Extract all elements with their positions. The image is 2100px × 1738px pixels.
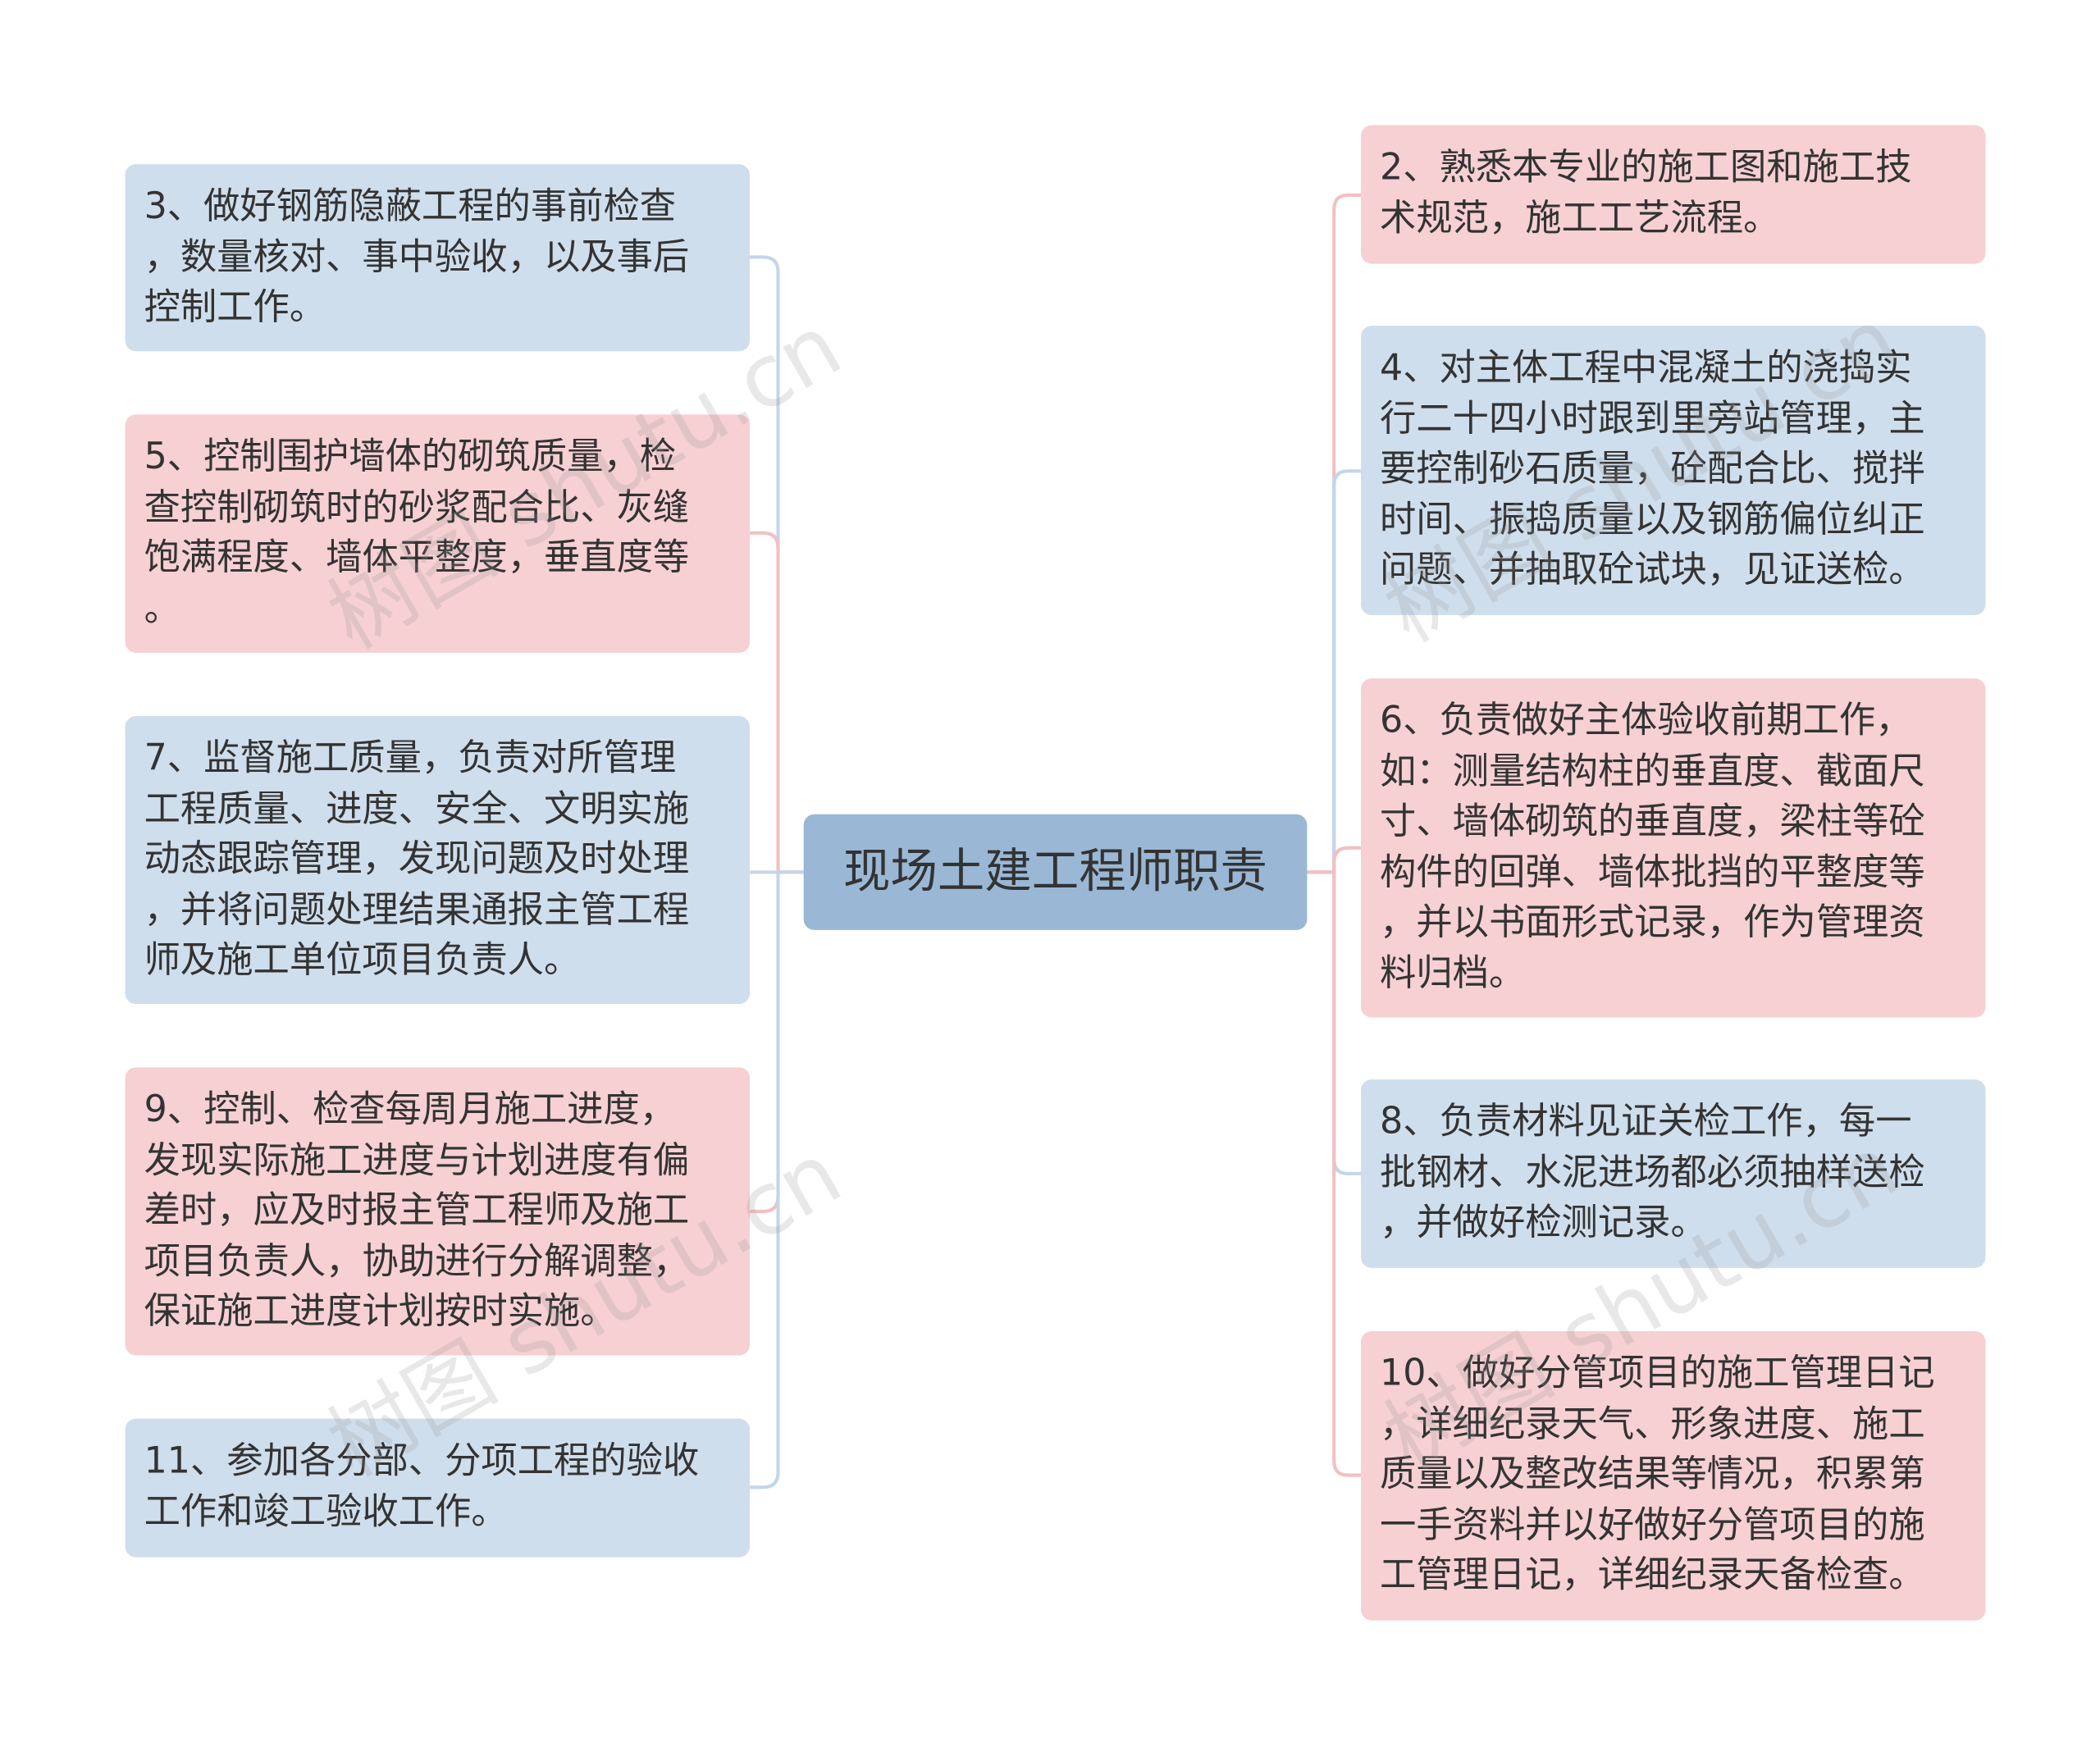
node-7-line-2: 工程质量、进度、安全、文明实施 [144,787,690,830]
branch-node-7[interactable]: 7、监督施工质量，负责对所管理 工程质量、进度、安全、文明实施 动态跟踪管理，发… [125,716,751,1005]
connector-n5 [750,531,804,874]
node-3-line-1: 3、做好钢筋隐蔽工程的事前检查 [144,185,677,228]
connector-n11 [750,870,804,1489]
node-2-line-2: 术规范，施工工艺流程。 [1380,197,1780,239]
node-8-line-1: 8、负责材料见证关检工作，每一 [1380,1101,1912,1143]
node-3-line-3: 控制工作。 [144,286,326,329]
node-4-line-5: 问题、并抽取砼试块，见证送检。 [1380,549,1925,591]
root-topic[interactable]: 现场土建工程师职责 [803,814,1308,930]
node-6-line-3: 寸、墙体砌筑的垂直度，梁柱等砼 [1380,801,1925,843]
node-7-line-1: 7、监督施工质量，负责对所管理 [144,737,677,780]
node-3-line-2: ，数量核对、事中验收，以及事后 [144,235,690,278]
branch-node-4[interactable]: 4、对主体工程中混凝土的浇捣实 行二十四小时跟到里旁站管理，主 要控制砂石质量，… [1361,326,1986,615]
node-11-line-2: 工作和竣工验收工作。 [144,1490,508,1533]
node-4-line-2: 行二十四小时跟到里旁站管理，主 [1380,397,1925,440]
branch-node-8[interactable]: 8、负责材料见证关检工作，每一 批钢材、水泥进场都必须抽样送检 ，并做好检测记录… [1361,1079,1986,1268]
node-6-line-4: 构件的回弹、墙体批挡的平整度等 [1380,851,1925,893]
connector-n4 [1307,469,1362,874]
node-5-line-4: 。 [144,587,180,630]
node-7-line-5: 师及施工单位项目负责人。 [144,939,581,982]
node-11-line-1: 11、参加各分部、分项工程的验收 [144,1439,700,1482]
branch-node-3[interactable]: 3、做好钢筋隐蔽工程的事前检查 ，数量核对、事中验收，以及事后 控制工作。 [125,164,751,352]
node-10-line-4: 一手资料并以好做好分管项目的施 [1380,1503,1925,1546]
node-5-line-1: 5、控制围护墙体的砌筑质量，检 [144,436,677,478]
node-5-line-2: 查控制砌筑时的砂浆配合比、灰缝 [144,486,690,529]
connector-n10 [1307,870,1362,1477]
branch-node-9[interactable]: 9、控制、检查每周月施工进度， 发现实际施工进度与计划进度有偏 差时，应及时报主… [125,1067,751,1356]
branch-node-6[interactable]: 6、负责做好主体验收前期工作， 如：测量结构柱的垂直度、截面尺 寸、墙体砌筑的垂… [1361,678,1986,1018]
connector-n6 [1307,846,1362,874]
node-9-line-4: 项目负责人，协助进行分解调整， [144,1240,690,1283]
branch-node-11[interactable]: 11、参加各分部、分项工程的验收 工作和竣工验收工作。 [125,1418,751,1558]
connector-n2 [1307,193,1362,874]
node-5-line-3: 饱满程度、墙体平整度，垂直度等 [144,536,690,579]
branch-node-10[interactable]: 10、做好分管项目的施工管理日记 ，详细纪录天气、形象进度、施工 质量以及整改结… [1361,1330,1986,1621]
node-7-line-3: 动态跟踪管理，发现问题及时处理 [144,838,690,881]
node-4-line-3: 要控制砂石质量，砼配合比、搅拌 [1380,448,1925,490]
branch-node-5[interactable]: 5、控制围护墙体的砌筑质量，检 查控制砌筑时的砂浆配合比、灰缝 饱满程度、墙体平… [125,414,751,653]
node-10-line-2: ，详细纪录天气、形象进度、施工 [1380,1403,1925,1445]
node-9-line-5: 保证施工进度计划按时实施。 [144,1290,617,1333]
node-2-line-1: 2、熟悉本专业的施工图和施工技 [1380,146,1912,189]
branch-node-2[interactable]: 2、熟悉本专业的施工图和施工技 术规范，施工工艺流程。 [1361,125,1986,264]
connector-n3 [750,255,804,874]
node-4-line-1: 4、对主体工程中混凝土的浇捣实 [1380,347,1912,390]
node-4-line-4: 时间、振捣质量以及钢筋偏位纠正 [1380,498,1925,541]
node-9-line-3: 差时，应及时报主管工程师及施工 [144,1189,690,1232]
node-8-line-2: 批钢材、水泥进场都必须抽样送检 [1380,1151,1925,1193]
node-8-line-3: ，并做好检测记录。 [1380,1202,1707,1244]
node-7-line-4: ，并将问题处理结果通报主管工程 [144,888,690,931]
node-10-line-1: 10、做好分管项目的施工管理日记 [1380,1353,1935,1395]
node-6-line-6: 料归档。 [1380,952,1526,994]
node-6-line-1: 6、负责做好主体验收前期工作， [1380,700,1912,742]
node-10-line-5: 工管理日记，详细纪录天备检查。 [1380,1554,1925,1597]
node-6-line-5: ，并以书面形式记录，作为管理资 [1380,901,1925,944]
node-9-line-1: 9、控制、检查每周月施工进度， [144,1088,677,1131]
node-6-line-2: 如：测量结构柱的垂直度、截面尺 [1380,750,1925,792]
node-9-line-2: 发现实际施工进度与计划进度有偏 [144,1139,690,1181]
node-10-line-3: 质量以及整改结果等情况，积累第 [1380,1453,1925,1496]
